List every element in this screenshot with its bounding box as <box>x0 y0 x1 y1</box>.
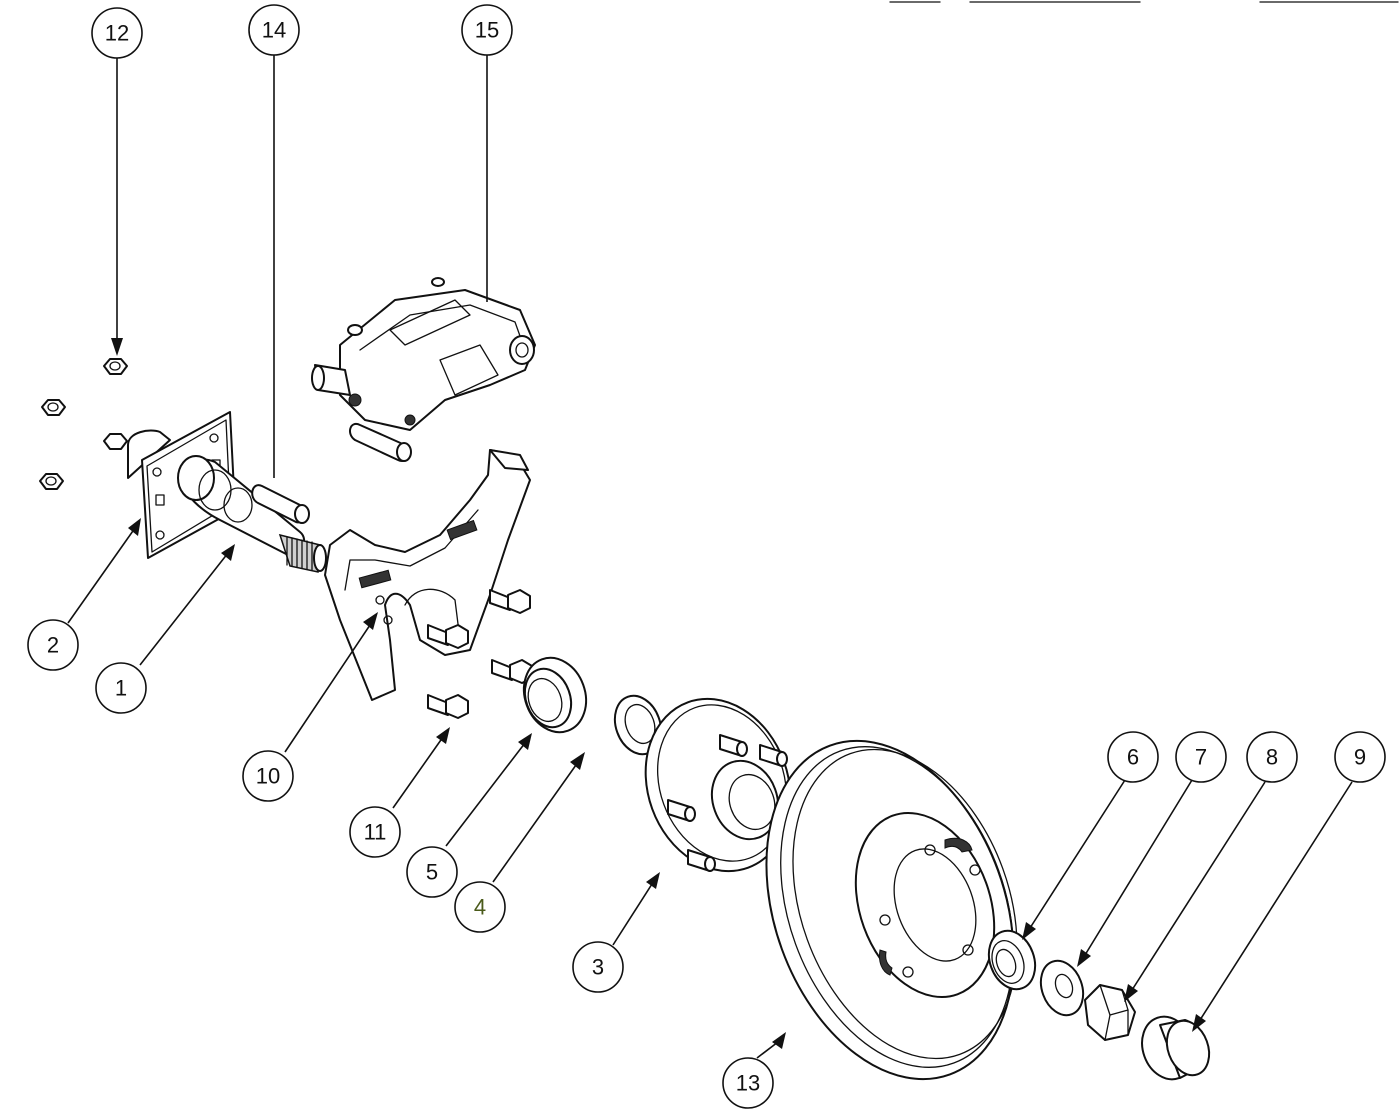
callout-2-label: 2 <box>47 633 59 658</box>
outer-bearing <box>987 929 1037 991</box>
caliper <box>311 277 536 462</box>
callout-9: 9 <box>1334 731 1386 783</box>
flange-nut-left-1 <box>41 399 66 416</box>
callout-5-label: 5 <box>426 860 438 885</box>
callout-3: 3 <box>572 941 624 993</box>
callout-11-label: 11 <box>364 820 387 845</box>
callout-11: 11 <box>349 806 401 858</box>
callout-1-label: 1 <box>115 676 127 701</box>
rotor <box>765 739 1018 1081</box>
bracket-bolt-4 <box>427 694 469 719</box>
bracket-bolt-2 <box>427 624 469 649</box>
leader-lines <box>67 55 1353 1059</box>
castle-nut <box>1084 984 1136 1041</box>
callout-13-label: 13 <box>736 1071 760 1096</box>
callout-4-label: 4 <box>474 895 486 920</box>
caliper-pin <box>251 484 310 524</box>
callout-10: 10 <box>242 750 294 802</box>
caliper-bracket <box>324 449 531 701</box>
callout-9-label: 9 <box>1354 745 1366 770</box>
callout-5: 5 <box>406 846 458 898</box>
callout-7-label: 7 <box>1195 745 1207 770</box>
callout-4: 4 <box>454 881 506 933</box>
callout-15: 15 <box>461 4 513 56</box>
flange-nut-top <box>103 358 128 375</box>
callout-10-label: 10 <box>256 764 280 789</box>
callout-14: 14 <box>248 4 300 56</box>
callout-1: 1 <box>95 662 147 714</box>
bracket-bolt-1 <box>489 589 531 614</box>
callout-12-label: 12 <box>105 21 129 46</box>
callout-2: 2 <box>27 619 79 671</box>
callout-8: 8 <box>1246 731 1298 783</box>
callout-14-label: 14 <box>262 18 286 43</box>
callout-7: 7 <box>1175 731 1227 783</box>
callout-8-label: 8 <box>1266 745 1278 770</box>
grease-seal <box>522 656 588 734</box>
flange-nut-left-2 <box>39 473 64 490</box>
hub <box>613 694 792 873</box>
flange-nut-left-3 <box>103 433 128 450</box>
washer <box>1039 959 1085 1017</box>
callout-3-label: 3 <box>592 955 604 980</box>
callout-6-label: 6 <box>1127 745 1139 770</box>
spindle <box>177 455 327 573</box>
callout-15-label: 15 <box>475 18 499 43</box>
callout-12: 12 <box>91 7 143 59</box>
callout-6: 6 <box>1107 731 1159 783</box>
wheel-studs <box>667 734 788 872</box>
dust-cap <box>1141 1015 1211 1081</box>
callout-13: 13 <box>722 1057 774 1109</box>
